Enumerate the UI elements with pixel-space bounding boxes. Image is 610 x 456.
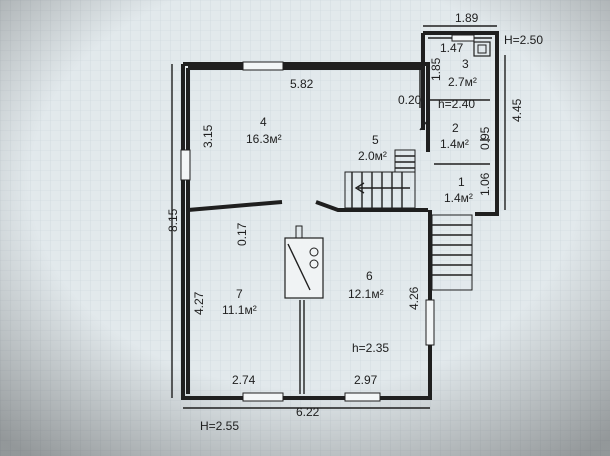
room-1-area: 1.4м²: [444, 191, 473, 205]
dim-095: 0.95: [478, 126, 492, 150]
dimension-lines: [171, 25, 506, 409]
window-room6: [344, 392, 381, 402]
window-annex: [451, 34, 475, 42]
right-dimension: 4.45: [510, 98, 524, 122]
window-west: [180, 149, 191, 181]
dim-427: 4.27: [192, 291, 206, 315]
walls: [181, 31, 499, 400]
room-3-number: 3: [462, 57, 469, 71]
dim-020: 0.20: [398, 93, 422, 107]
room-4-number: 4: [260, 115, 267, 129]
room-7-number: 7: [236, 287, 243, 301]
dim-147: 1.47: [440, 41, 464, 55]
window-room4: [242, 61, 284, 71]
room-4-area: 16.3м²: [246, 132, 282, 146]
window-east: [425, 299, 435, 346]
dim-315: 3.15: [201, 124, 215, 148]
height-240-label: h=2.40: [438, 97, 475, 111]
room-6-number: 6: [366, 269, 373, 283]
boiler-fixture: [473, 41, 491, 57]
room-1-number: 1: [458, 175, 465, 189]
height-235-label: h=2.35: [352, 341, 389, 355]
top-dimension: 1.89: [455, 11, 479, 25]
dim-185: 1.85: [429, 57, 443, 81]
dim-274: 2.74: [232, 373, 256, 387]
annex-height-label: H=2.50: [504, 33, 543, 47]
room-7-area: 11.1м²: [222, 303, 257, 317]
dim-017: 0.17: [235, 222, 249, 246]
room-5-number: 5: [372, 133, 379, 147]
staircase-interior: [344, 149, 416, 209]
house-height-label: H=2.55: [200, 419, 239, 433]
window-room7: [242, 392, 284, 402]
left-dimension: 8.15: [166, 208, 180, 232]
room-5-area: 2.0м²: [358, 149, 387, 163]
dim-106: 1.06: [478, 172, 492, 196]
room-2-number: 2: [452, 121, 459, 135]
dim-582: 5.82: [290, 77, 314, 91]
room-2-area: 1.4м²: [440, 137, 469, 151]
dim-426: 4.26: [407, 286, 421, 310]
room-6-area: 12.1м²: [348, 287, 384, 301]
bottom-dimension: 6.22: [296, 405, 320, 419]
dim-297: 2.97: [354, 373, 378, 387]
stove: [284, 225, 324, 299]
windows: [180, 34, 475, 402]
staircase-exterior: [431, 214, 473, 291]
room-3-area: 2.7м²: [448, 75, 477, 89]
